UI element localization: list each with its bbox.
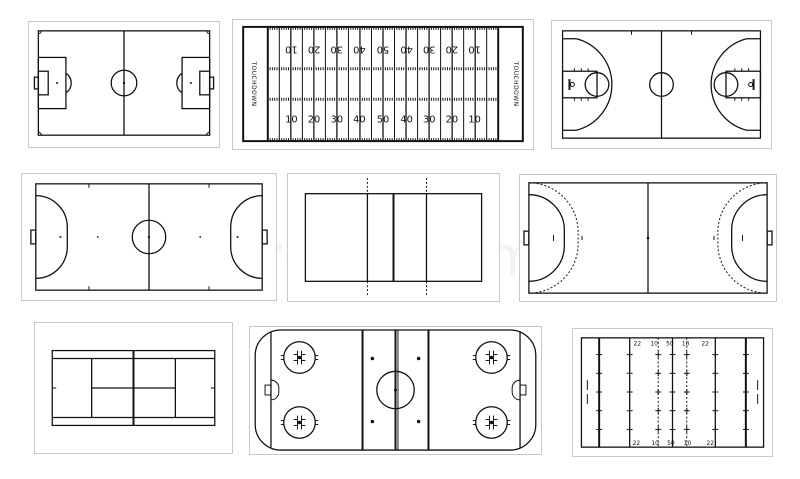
- rugby-line-number: 50: [667, 441, 675, 447]
- yard-number: 30: [423, 114, 436, 125]
- futsal-court-diagram: [30, 183, 268, 291]
- yard-number: 50: [377, 44, 390, 55]
- hockey-rink-diagram: [254, 329, 537, 451]
- rugby-bottom-numbers: 22 10 50 10 22: [633, 441, 715, 447]
- handball-court-card: [519, 174, 777, 302]
- football-top-numbers: 10 20 30 40 50 40 30 20 10: [285, 44, 481, 55]
- tennis-court-diagram: [51, 349, 216, 427]
- yard-number: 40: [353, 44, 366, 55]
- rugby-line-number: 22: [634, 342, 642, 348]
- faceoff-circle: [475, 341, 508, 374]
- handball-court-diagram: [523, 182, 773, 294]
- rugby-field-card: 22 10 50 10 22 22 10 50 10 22: [572, 328, 773, 457]
- yard-number: 30: [330, 44, 343, 55]
- rugby-line-number: 22: [706, 441, 714, 447]
- yard-number: 20: [446, 114, 459, 125]
- yard-number: 20: [308, 44, 321, 55]
- rugby-line-number: 10: [684, 441, 692, 447]
- volleyball-court-card: [287, 173, 500, 302]
- faceoff-dot: [489, 355, 494, 360]
- endzone-left-label: TOUCHDOWN: [250, 61, 256, 107]
- faceoff-dot: [297, 355, 302, 360]
- faceoff-circle: [283, 341, 316, 374]
- rugby-line-number: 10: [650, 342, 658, 348]
- yard-number: 10: [468, 114, 481, 125]
- rugby-line-number: 22: [633, 441, 641, 447]
- yard-number: 30: [423, 44, 436, 55]
- rugby-line-number: 22: [702, 342, 710, 348]
- rugby-field-diagram: 22 10 50 10 22 22 10 50 10 22: [580, 337, 765, 448]
- basketball-court-card: [551, 20, 772, 149]
- soccer-field-diagram: [33, 30, 215, 136]
- yard-number: 40: [353, 114, 366, 125]
- endzone-right-label: TOUCHDOWN: [512, 61, 518, 107]
- soccer-field-card: [28, 21, 220, 148]
- football-bottom-numbers: 10 20 30 40 50 40 30 20 10: [285, 114, 481, 125]
- rugby-line-number: 50: [666, 342, 674, 348]
- football-field-card: TOUCHDOWN TOUCHDOWN 10 20 30 40 50 40 30…: [232, 19, 534, 150]
- yard-number: 10: [468, 44, 481, 55]
- rugby-top-numbers: 22 10 50 10 22: [634, 342, 710, 348]
- yard-number: 40: [400, 44, 413, 55]
- tennis-court-card: [34, 322, 233, 454]
- volleyball-court-diagram: [304, 177, 483, 298]
- yard-number: 30: [330, 114, 343, 125]
- yard-number: 10: [285, 44, 298, 55]
- yard-number: 40: [400, 114, 413, 125]
- football-field-diagram: TOUCHDOWN TOUCHDOWN 10 20 30 40 50 40 30…: [242, 25, 524, 143]
- yard-number: 20: [308, 114, 321, 125]
- rugby-line-number: 10: [651, 441, 659, 447]
- faceoff-circle: [475, 406, 508, 439]
- rugby-line-number: 10: [682, 342, 690, 348]
- yard-number: 50: [377, 114, 390, 125]
- yard-number: 10: [285, 114, 298, 125]
- hockey-rink-card: [249, 326, 542, 455]
- futsal-court-card: [21, 173, 277, 301]
- faceoff-dot: [489, 420, 494, 425]
- faceoff-circle: [283, 406, 316, 439]
- basketball-court-diagram: [561, 30, 762, 139]
- yard-number: 20: [446, 44, 459, 55]
- faceoff-dot: [297, 420, 302, 425]
